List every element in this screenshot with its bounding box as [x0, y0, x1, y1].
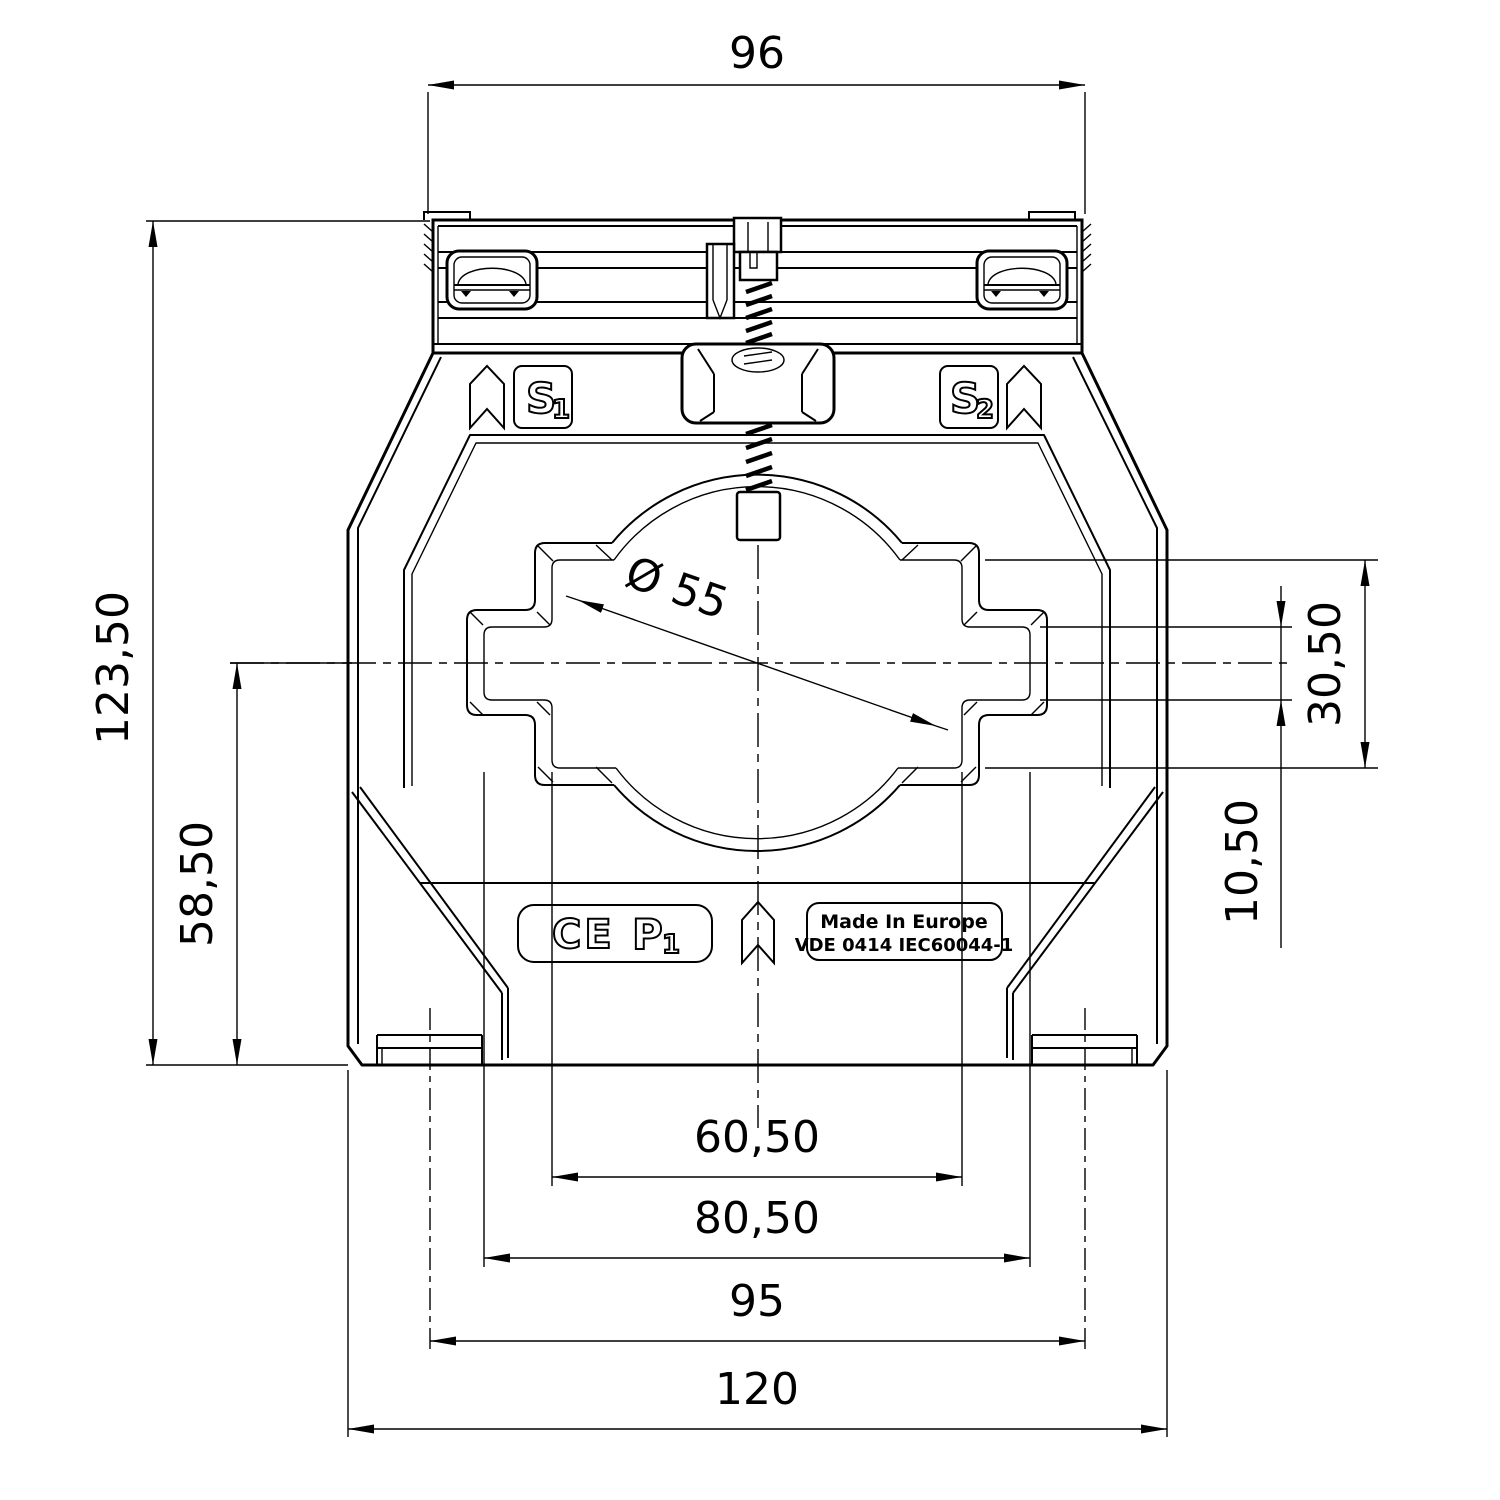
clamp-bracket [705, 242, 736, 320]
polarity-chevron-s2-icon [1006, 364, 1042, 431]
ce-mark: CE [552, 912, 615, 958]
clamp-screw-assembly [680, 216, 836, 542]
dim-slot-width: 80,50 [483, 772, 1031, 1267]
dim-overall-width: 120 [347, 1070, 1168, 1437]
thread-end-block [735, 490, 782, 542]
s2-label-frame [939, 365, 999, 429]
opening-arc-bottom-chamfer [615, 767, 899, 840]
wing-nut [680, 342, 836, 425]
thread-upper [745, 280, 773, 346]
dim-foot-spacing: 95 [429, 1008, 1086, 1349]
dim-top-width: 96 [427, 28, 1086, 214]
dim-window-height: 30,50 [985, 559, 1378, 769]
thread-lower [745, 422, 773, 493]
dim-top-width-value: 96 [729, 28, 785, 79]
left-notch-chamfer [483, 559, 616, 769]
clamp-bar [423, 211, 1092, 542]
clamp-tab-left [423, 211, 471, 220]
dim-window-height-value: 30,50 [1300, 601, 1351, 727]
made-in-europe-text: Made In Europe [820, 911, 987, 933]
dim-diameter: Ø 55 [565, 547, 949, 731]
dim-window-width-value: 60,50 [694, 1112, 820, 1163]
p1-label: P [632, 910, 663, 959]
dim-foot-spacing-value: 95 [729, 1276, 785, 1327]
terminal-markings: S 1 S 2 CE P 1 Made In Europe VDE 0414 I… [469, 364, 1042, 966]
s2-label: S [950, 374, 980, 423]
dim-overall-height-value: 123,50 [88, 591, 139, 745]
s2-label-sub: 2 [976, 395, 994, 425]
body-outer-outline [346, 351, 1169, 1067]
dim-window-width: 60,50 [551, 772, 963, 1186]
screw-slot [749, 252, 758, 269]
s1-label-sub: 1 [552, 395, 570, 425]
serration-left [423, 223, 434, 273]
dim-center-to-bottom: 58,50 [172, 662, 352, 1065]
screw-boss [732, 216, 783, 254]
dim-slot-width-value: 80,50 [694, 1193, 820, 1244]
dim-center-to-bottom-value: 58,50 [172, 821, 223, 947]
polarity-chevron-s1-icon [469, 364, 505, 431]
screw-head [738, 250, 779, 282]
dim-slot-height-value: 10,50 [1217, 799, 1268, 925]
clamp-tab-right [1028, 211, 1076, 220]
body-bevel-left [357, 356, 442, 1044]
made-in-europe-plate [806, 902, 1003, 961]
dim-overall-height: 123,50 [88, 220, 430, 1066]
s1-label-frame [513, 365, 573, 429]
right-gusset [1006, 786, 1164, 1060]
s1-label: S [526, 374, 556, 423]
p1-label-sub: 1 [662, 930, 680, 960]
right-notch-face [900, 542, 1048, 786]
notch-corner-ticks [469, 544, 1045, 784]
terminal-screw-right [975, 249, 1069, 311]
body-bevel-right [1072, 356, 1158, 1044]
dim-slot-height: 10,50 [1040, 586, 1292, 948]
serration-right [1081, 223, 1092, 273]
left-notch-face [466, 542, 614, 786]
right-notch-chamfer [898, 559, 1031, 769]
ce-p1-plate [517, 904, 713, 963]
dim-diameter-value: Ø 55 [619, 547, 735, 630]
opening-arc-top-chamfer [613, 485, 901, 561]
standard-text: VDE 0414 IEC60044-1 [795, 935, 1014, 956]
terminal-screw-left [445, 249, 539, 311]
opening-arc-bottom [613, 784, 901, 852]
opening-arc-top [611, 473, 903, 544]
face-plate-outline [403, 434, 1111, 788]
dim-overall-width-value: 120 [715, 1364, 799, 1415]
